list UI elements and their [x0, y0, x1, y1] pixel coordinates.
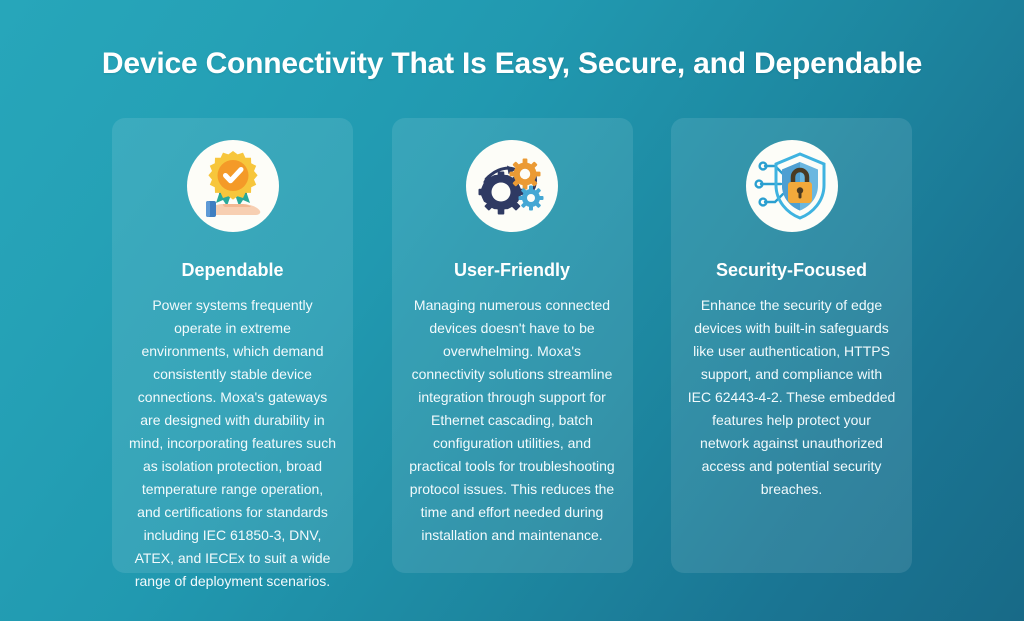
shield-with-padlock-icon	[745, 140, 838, 232]
feature-card-security-focused: Security-Focused Enhance the security of…	[671, 118, 912, 573]
page-title: Device Connectivity That Is Easy, Secure…	[101, 47, 923, 80]
gears-with-arrows-icon	[466, 140, 558, 232]
award-badge-in-hand-icon	[186, 140, 279, 232]
feature-card-user-friendly: User-Friendly Managing numerous connecte…	[391, 118, 633, 573]
feature-card-body: Managing numerous connected devices does…	[409, 297, 615, 543]
feature-card-dependable: Dependable Power systems frequently oper…	[112, 118, 353, 589]
feature-card-body: Enhance the security of edge devices wit…	[687, 297, 896, 497]
feature-card-title: Security-Focused	[715, 260, 868, 280]
feature-card-body: Power systems frequently operate in extr…	[129, 297, 336, 589]
feature-card-list: Dependable Power systems frequently oper…	[112, 118, 912, 589]
feature-card-title: User-Friendly	[453, 260, 571, 280]
feature-card-title: Dependable	[181, 260, 284, 280]
